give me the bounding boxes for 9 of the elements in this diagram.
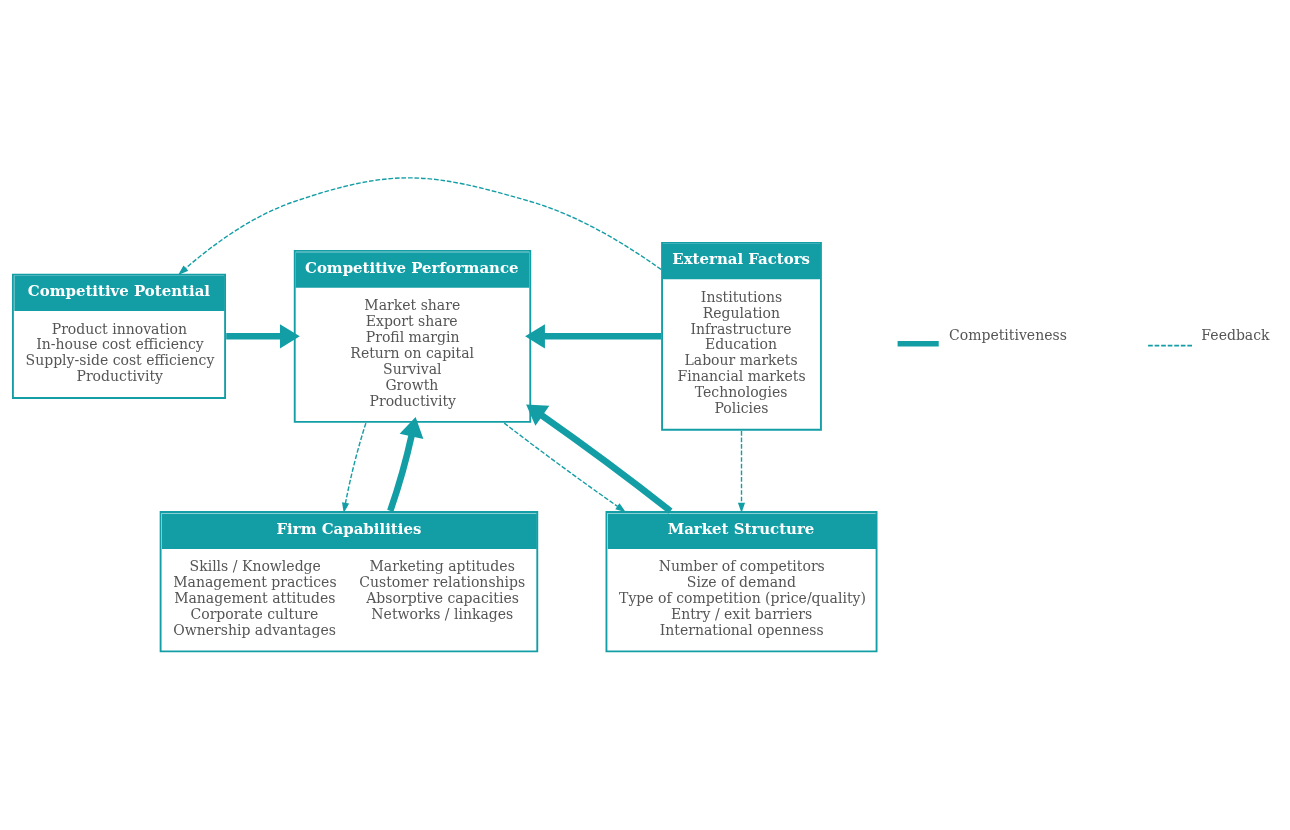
arrow [503, 422, 626, 513]
arrow [737, 430, 746, 513]
arrow [526, 404, 673, 514]
legend-label: Competitiveness [949, 327, 1067, 344]
arrow [178, 177, 662, 275]
arrow [342, 422, 367, 513]
arrow [387, 417, 424, 512]
legend-label: Feedback [1201, 327, 1270, 344]
arrow [525, 324, 662, 349]
